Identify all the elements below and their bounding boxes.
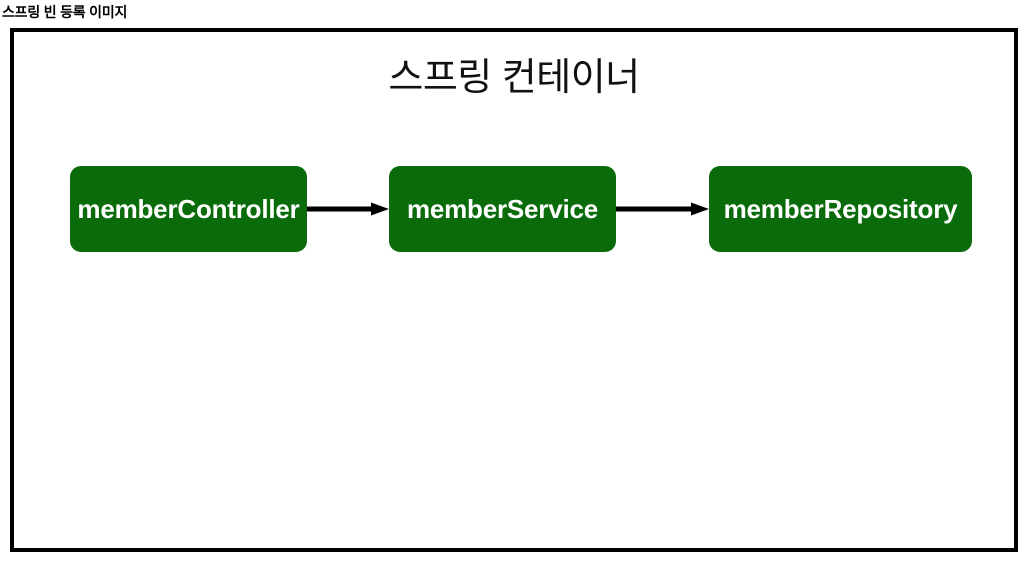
figure-caption: 스프링 빈 등록 이미지	[2, 4, 128, 20]
arrow-controller-to-service	[307, 202, 389, 216]
bean-node-member-controller[interactable]: memberController	[70, 166, 307, 252]
bean-flow-row: memberController memberService memberRep…	[14, 166, 1014, 252]
arrow-service-to-repository	[616, 202, 709, 216]
spring-container-frame: 스프링 컨테이너 memberController memberService …	[10, 28, 1018, 552]
spring-container-title: 스프링 컨테이너	[388, 57, 640, 99]
bean-label: memberRepository	[723, 194, 958, 224]
bean-node-member-service[interactable]: memberService	[389, 166, 616, 252]
bean-label: memberService	[406, 194, 599, 224]
bean-node-member-repository[interactable]: memberRepository	[709, 166, 972, 252]
bean-label: memberController	[77, 194, 300, 224]
